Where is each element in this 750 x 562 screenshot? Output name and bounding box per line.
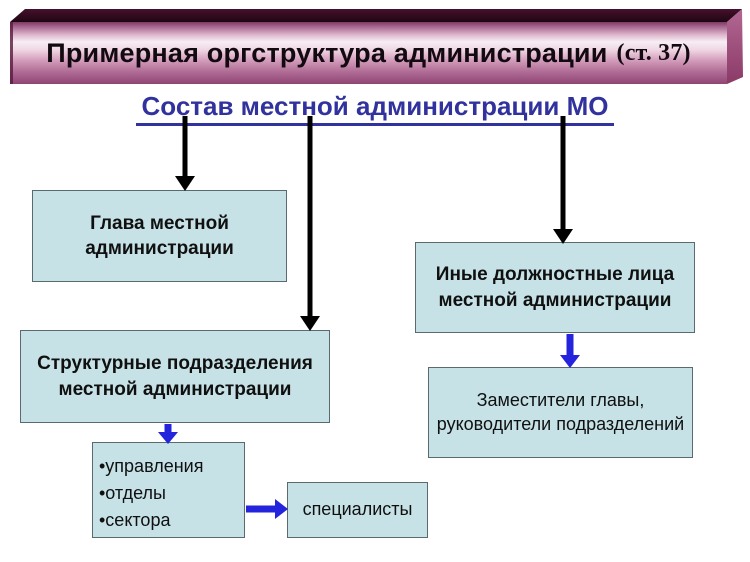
- box-head-of-administration: Глава местной администрации: [32, 190, 287, 282]
- arrow-subtitle-to-officials: [553, 116, 573, 244]
- arrow-officials-to-deputies: [560, 334, 580, 368]
- arrow-subtitle-to-structural: [300, 116, 320, 331]
- title-bar-right-bevel: [727, 9, 743, 84]
- list-item: •сектора: [99, 510, 171, 530]
- subtitle-row: Состав местной администрации МО: [0, 91, 750, 126]
- title-bar-top-bevel: [10, 9, 742, 22]
- title-bar-face: [10, 22, 727, 84]
- box-specialists: специалисты: [287, 482, 428, 538]
- diagram-subtitle: Состав местной администрации МО: [135, 91, 615, 126]
- box-structural-units: Структурные подразделения местной админи…: [20, 330, 330, 423]
- page-title: Примерная оргструктура администрации (ст…: [10, 22, 727, 84]
- arrow-structural-to-units: [158, 424, 178, 444]
- arrow-subtitle-to-head: [175, 116, 195, 191]
- arrow-units-to-specialists: [246, 499, 288, 519]
- list-item: •отделы: [99, 483, 166, 503]
- page-title-main: Примерная оргструктура администрации: [46, 37, 608, 68]
- title-bar-left-edge: [10, 22, 13, 84]
- box-deputies: Заместители главы, руководители подразде…: [428, 367, 693, 458]
- title-bar-graphic: [10, 9, 743, 84]
- page-title-article-ref: (ст. 37): [616, 39, 691, 66]
- list-item: •управления: [99, 456, 204, 476]
- box-other-officials: Иные должностные лица местной администра…: [415, 242, 695, 333]
- box-unit-types: •управления •отделы •сектора: [92, 442, 245, 538]
